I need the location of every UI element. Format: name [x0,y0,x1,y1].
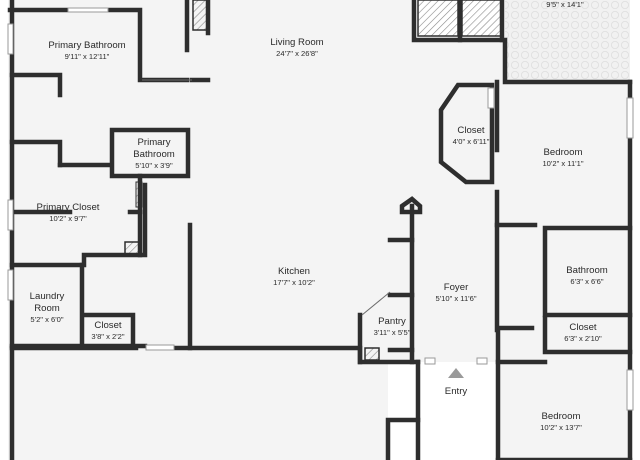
window-closet [487,87,495,109]
living-room-dims: 24'7" x 26'8" [276,49,318,58]
pantry-dims: 3'11" x 5'5" [374,328,411,337]
closet-hall-name: Closet [569,322,597,333]
living-room-name: Living Room [270,37,323,48]
bedroom-upper-name: Bedroom [544,147,583,158]
closet-center-name: Closet [457,125,485,136]
bedroom-lower-name: Bedroom [542,411,581,422]
openings [7,7,634,411]
entry-porch [388,362,498,460]
primary-bathroom-dims: 9'11" x 12'11" [65,52,110,61]
primary-bathroom-small-dims: 5'10" x 3'9" [135,161,173,170]
primary-bathroom-name: Primary Bathroom [48,40,125,51]
window-left-2 [7,199,14,231]
cabinet-hatch-right [461,0,503,37]
primary-bathroom-small-name-line1: Primary [137,137,170,148]
primary-closet-dims: 10'2" x 9'7" [49,214,87,223]
pantry-hatch [364,347,380,361]
patio-dims: 9'5" x 14'1" [546,0,584,9]
window-left-3 [7,269,14,301]
window-top-bathroom [67,7,109,13]
entry-arrow-marker [448,368,464,378]
bathroom-name: Bathroom [566,265,608,276]
bedroom-lower-dims: 10'2" x 13'7" [540,423,582,432]
doorway-kitchen-bottom [145,344,175,351]
primary-bathroom-small-name-line2: Bathroom [133,149,175,160]
patio [505,0,630,82]
window-right-entry [476,357,488,365]
kitchen-dims: 17'7" x 10'2" [273,278,315,287]
laundry-room-name-line2: Room [34,303,60,314]
closet-center-dims: 4'0" x 6'11" [453,137,490,146]
cabinet-hatch-left [417,0,459,37]
foyer-dims: 5'10" x 11'6" [435,294,476,303]
window-right-bedroom-lower [626,369,634,411]
window-left-entry [424,357,436,365]
walls [7,0,633,460]
entry-name: Entry [445,386,468,397]
closet-hall-dims: 6'3" x 2'10" [564,334,602,343]
laundry-room-name-line1: Laundry [30,291,65,302]
foyer-name: Foyer [444,282,469,293]
primary-closet-name: Primary Closet [37,202,100,213]
bedroom-upper-dims: 10'2" x 11'1" [542,159,583,168]
closet-laundry-dims: 3'8" x 2'2" [91,332,125,341]
pantry-name: Pantry [378,316,406,327]
closet-laundry-name: Closet [94,320,122,331]
window-left-1 [7,23,14,55]
kitchen-name: Kitchen [278,266,310,277]
bathroom-dims: 6'3" x 6'6" [570,277,604,286]
lower-left-floor [8,346,416,460]
window-right-bedroom [626,97,634,139]
laundry-room-dims: 5'2" x 6'0" [30,315,64,324]
